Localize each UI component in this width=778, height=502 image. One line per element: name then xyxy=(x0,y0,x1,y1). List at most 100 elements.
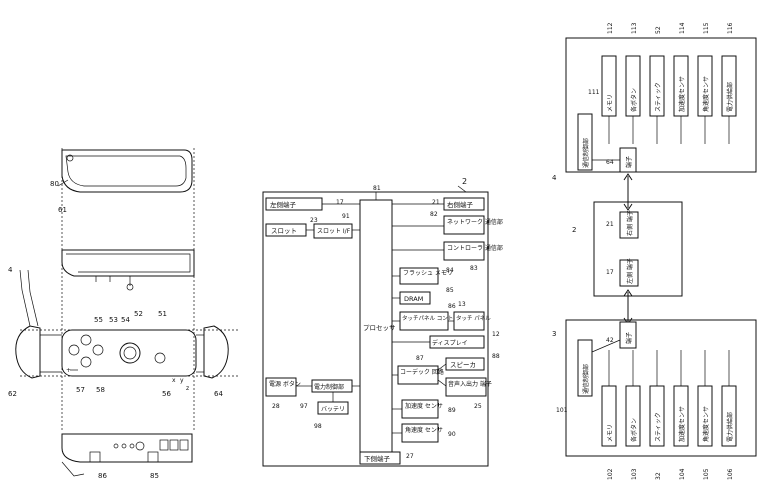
svg-text:プロセッサ: プロセッサ xyxy=(363,324,396,332)
left-figure: 80 61 xyxy=(8,148,240,480)
bottom-items-label-5: 電力供給部 xyxy=(726,412,734,442)
svg-text:58: 58 xyxy=(96,386,105,394)
svg-text:スロット I/F: スロット I/F xyxy=(317,228,351,235)
svg-text:角速度 センサ: 角速度 センサ xyxy=(405,426,443,434)
svg-text:82: 82 xyxy=(430,211,438,218)
svg-text:85: 85 xyxy=(446,287,454,294)
top-controller-frame xyxy=(565,37,757,173)
svg-text:コーデック 回路: コーデック 回路 xyxy=(400,368,444,376)
slot-if-block xyxy=(313,223,353,239)
ref-61: 61 xyxy=(58,206,67,214)
controller-comm-block xyxy=(443,241,485,261)
svg-text:左側 端子: 左側 端子 xyxy=(626,258,634,284)
top-items-ref-1: 113 xyxy=(631,22,638,34)
lower-terminal-block xyxy=(359,451,401,465)
top-items-label-3: 加速度センサ xyxy=(678,76,686,112)
svg-text:42: 42 xyxy=(606,337,614,344)
main-device-frame xyxy=(593,201,683,297)
top-comm-control-block xyxy=(577,113,593,171)
top-items: メモリ112各ボタン113スティック52加速度センサ114角速度センサ115電力… xyxy=(601,22,737,144)
left-terminal-box xyxy=(619,259,639,287)
controller-bottom-view: 86 85 xyxy=(61,433,193,480)
svg-text:スロット: スロット xyxy=(271,227,297,235)
svg-text:91: 91 xyxy=(342,213,350,220)
svg-text:x: x xyxy=(172,377,176,384)
right-figure: 4 通信制御部 111 端子 64 メモリ112各ボタン113スティック52加速… xyxy=(552,22,757,480)
top-items-label-5: 電力供給部 xyxy=(726,82,734,112)
bottom-items-ref-1: 103 xyxy=(631,468,638,480)
top-items-ref-2: 52 xyxy=(655,26,662,34)
svg-text:17: 17 xyxy=(606,269,614,276)
top-items-ref-3: 114 xyxy=(679,22,686,34)
svg-text:コントローラ 通信部: コントローラ 通信部 xyxy=(447,244,503,252)
svg-text:z: z xyxy=(186,385,189,392)
svg-text:62: 62 xyxy=(8,390,17,398)
bottom-items-ref-3: 104 xyxy=(679,468,686,480)
svg-text:54: 54 xyxy=(121,316,130,324)
top-items-label-1: 各ボタン xyxy=(630,88,638,112)
svg-text:64: 64 xyxy=(214,390,223,398)
svg-text:左側端子: 左側端子 xyxy=(270,200,297,209)
svg-text:DRAM: DRAM xyxy=(404,295,423,303)
apparatus-frame xyxy=(262,191,489,467)
svg-text:111: 111 xyxy=(588,89,600,96)
svg-text:27: 27 xyxy=(406,453,414,460)
top-items-ref-0: 112 xyxy=(607,22,614,34)
svg-text:98: 98 xyxy=(314,423,322,430)
svg-text:81: 81 xyxy=(373,185,381,192)
svg-text:25: 25 xyxy=(474,403,482,410)
svg-text:右側端子: 右側端子 xyxy=(447,200,474,209)
svg-text:64: 64 xyxy=(606,159,614,166)
svg-text:スピーカ: スピーカ xyxy=(450,361,476,369)
svg-text:55: 55 xyxy=(94,316,103,324)
svg-text:タッチ パネル: タッチ パネル xyxy=(456,314,491,322)
svg-text:4: 4 xyxy=(8,266,13,274)
svg-text:86: 86 xyxy=(448,303,456,310)
svg-text:86: 86 xyxy=(98,472,107,480)
svg-text:フラッシュ メモリ: フラッシュ メモリ xyxy=(403,270,453,277)
svg-text:加速度 センサ: 加速度 センサ xyxy=(405,402,443,410)
bottom-items: メモリ102各ボタン103スティック32加速度センサ104角速度センサ105電力… xyxy=(601,350,737,480)
bottom-items-label-1: 各ボタン xyxy=(630,418,638,442)
svg-text:84: 84 xyxy=(446,267,454,274)
svg-text:ネットワーク 通信部: ネットワーク 通信部 xyxy=(447,218,503,226)
svg-text:23: 23 xyxy=(310,217,318,224)
bottom-items-ref-4: 105 xyxy=(703,468,710,480)
svg-text:57: 57 xyxy=(76,386,85,394)
svg-text:88: 88 xyxy=(492,353,500,360)
controller-side-view xyxy=(61,249,195,291)
svg-text:右側 端子: 右側 端子 xyxy=(626,210,634,236)
svg-text:12: 12 xyxy=(492,331,500,338)
svg-text:+: + xyxy=(66,367,71,374)
svg-text:下側端子: 下側端子 xyxy=(364,454,391,463)
ref-80: 80 xyxy=(50,180,59,188)
svg-text:85: 85 xyxy=(150,472,159,480)
network-block xyxy=(443,215,485,235)
bottom-items-ref-2: 32 xyxy=(655,472,662,480)
top-items-label-4: 角速度センサ xyxy=(702,76,710,112)
svg-text:83: 83 xyxy=(470,265,478,272)
svg-text:端子: 端子 xyxy=(625,156,633,168)
top-items-label-2: スティック xyxy=(655,82,662,112)
svg-text:97: 97 xyxy=(300,403,308,410)
svg-text:89: 89 xyxy=(448,407,456,414)
power-button-block xyxy=(265,377,297,397)
bottom-comm-control-block xyxy=(577,339,593,397)
svg-text:3: 3 xyxy=(552,330,556,338)
svg-text:21: 21 xyxy=(432,199,440,206)
middle-figure: 2 プロセッサ 81 左側端子 17 スロット 23 スロット I/F 91 右… xyxy=(262,177,503,467)
svg-text:87: 87 xyxy=(416,355,424,362)
bottom-controller-frame xyxy=(565,319,757,457)
svg-text:2: 2 xyxy=(572,226,576,234)
svg-text:バッテリ: バッテリ xyxy=(321,406,345,413)
svg-text:101: 101 xyxy=(556,407,568,414)
controller-top-view: 80 61 xyxy=(50,149,193,214)
svg-text:28: 28 xyxy=(272,403,280,410)
svg-text:90: 90 xyxy=(448,431,456,438)
svg-text:56: 56 xyxy=(162,390,171,398)
svg-text:y: y xyxy=(180,377,184,384)
svg-text:21: 21 xyxy=(606,221,614,228)
svg-text:タッチパネル コントローラ: タッチパネル コントローラ xyxy=(402,314,470,322)
bottom-items-label-4: 角速度センサ xyxy=(702,406,710,442)
